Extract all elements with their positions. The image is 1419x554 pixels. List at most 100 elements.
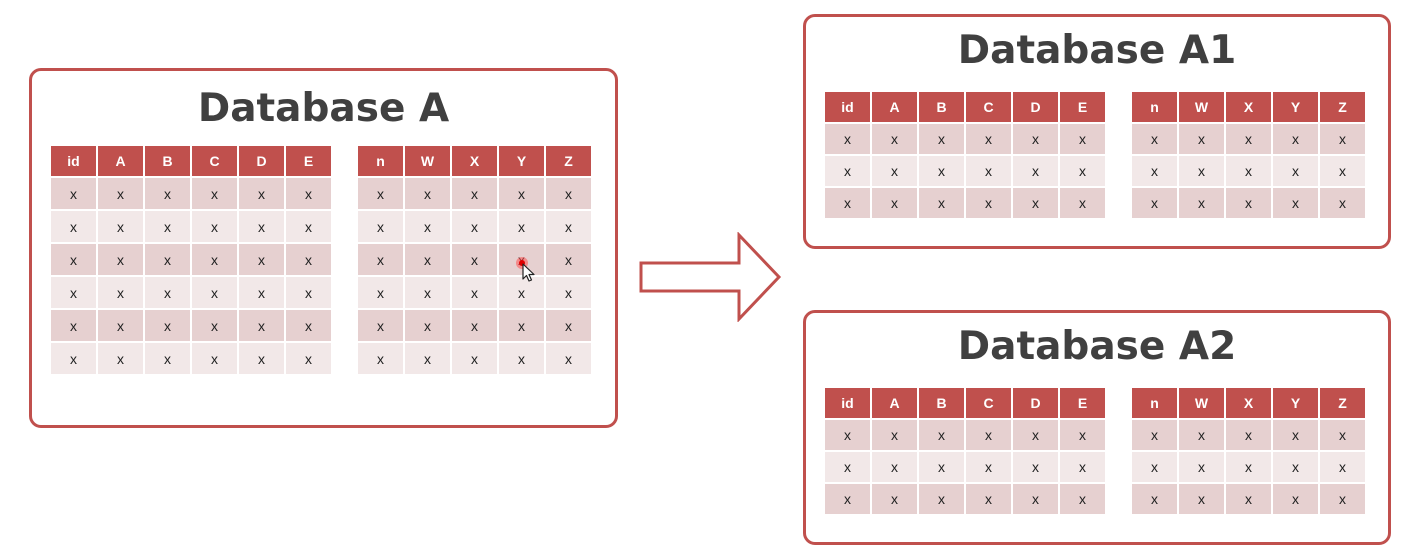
table-cell: x [51, 211, 96, 242]
column-header: E [286, 146, 331, 176]
table-cell: x [1132, 124, 1177, 154]
table-cell: x [872, 484, 917, 514]
table-cell: x [192, 211, 237, 242]
table-cell: x [192, 277, 237, 308]
table-cell: x [239, 310, 284, 341]
table-cell: x [145, 277, 190, 308]
table-cell: x [1013, 484, 1058, 514]
table-cell: x [358, 277, 403, 308]
column-header: Y [499, 146, 544, 176]
table-cell: x [499, 211, 544, 242]
table-cell: x [872, 124, 917, 154]
table-cell: x [239, 343, 284, 374]
table-cell: x [452, 178, 497, 209]
table-cell: x [1320, 124, 1365, 154]
table-cell: x [405, 343, 450, 374]
database-a2-title: Database A2 [957, 324, 1237, 369]
table-cell: x [546, 211, 591, 242]
table-cell: x [192, 244, 237, 275]
column-header: Y [1273, 92, 1318, 122]
table-cell: x [1226, 156, 1271, 186]
table-cell: x [825, 452, 870, 482]
table-cell: x [499, 277, 544, 308]
table-cell: x [872, 452, 917, 482]
table-cell: x [145, 178, 190, 209]
table-cell: x [1226, 188, 1271, 218]
table-cell: x [919, 484, 964, 514]
table-cell: x [1226, 452, 1271, 482]
table-cell: x [145, 310, 190, 341]
column-header: E [1060, 92, 1105, 122]
column-header: W [1179, 92, 1224, 122]
table-cell: x [1060, 484, 1105, 514]
table-cell: x [546, 244, 591, 275]
column-header: A [872, 92, 917, 122]
table-cell: x [1013, 452, 1058, 482]
table-cell: x [239, 277, 284, 308]
column-header: X [1226, 388, 1271, 418]
column-header: B [145, 146, 190, 176]
table-cell: x [1320, 188, 1365, 218]
table-cell: x [405, 178, 450, 209]
table-cell: x [239, 178, 284, 209]
table-cell: x [145, 244, 190, 275]
table-cell: x [499, 310, 544, 341]
table-cell: x [51, 178, 96, 209]
table-cell: x [825, 124, 870, 154]
table-cell: x [452, 244, 497, 275]
column-header: n [1132, 92, 1177, 122]
column-header: Z [1320, 388, 1365, 418]
table-cell: x [825, 188, 870, 218]
table-cell: x [1273, 452, 1318, 482]
table-cell: x [1060, 124, 1105, 154]
table-cell: x [825, 484, 870, 514]
table-cell: x [286, 277, 331, 308]
table-cell: x [452, 211, 497, 242]
column-header: C [192, 146, 237, 176]
database-a-table-right: nWXYZxxxxxxxxxxxxxxxxxxxxxxxxxxxxxx [356, 144, 593, 376]
table-cell: x [1179, 484, 1224, 514]
column-header: C [966, 92, 1011, 122]
column-header: D [1013, 92, 1058, 122]
table-cell: x [192, 343, 237, 374]
right-block-arrow-icon [639, 232, 782, 322]
column-header: B [919, 388, 964, 418]
table-cell: x [1179, 188, 1224, 218]
table-cell: x [825, 156, 870, 186]
table-cell: x [1013, 124, 1058, 154]
table-cell: x [966, 420, 1011, 450]
table-cell: x [546, 343, 591, 374]
table-cell: x [192, 178, 237, 209]
table-cell: x [1060, 452, 1105, 482]
table-cell: x [919, 420, 964, 450]
table-cell: x [286, 310, 331, 341]
table-cell: x [286, 244, 331, 275]
table-cell: x [1273, 156, 1318, 186]
table-cell: x [966, 124, 1011, 154]
table-cell: x [358, 178, 403, 209]
column-header: id [825, 92, 870, 122]
table-cell: x [1273, 420, 1318, 450]
table-cell: x [1226, 484, 1271, 514]
table-cell: x [966, 156, 1011, 186]
table-cell: x [145, 343, 190, 374]
